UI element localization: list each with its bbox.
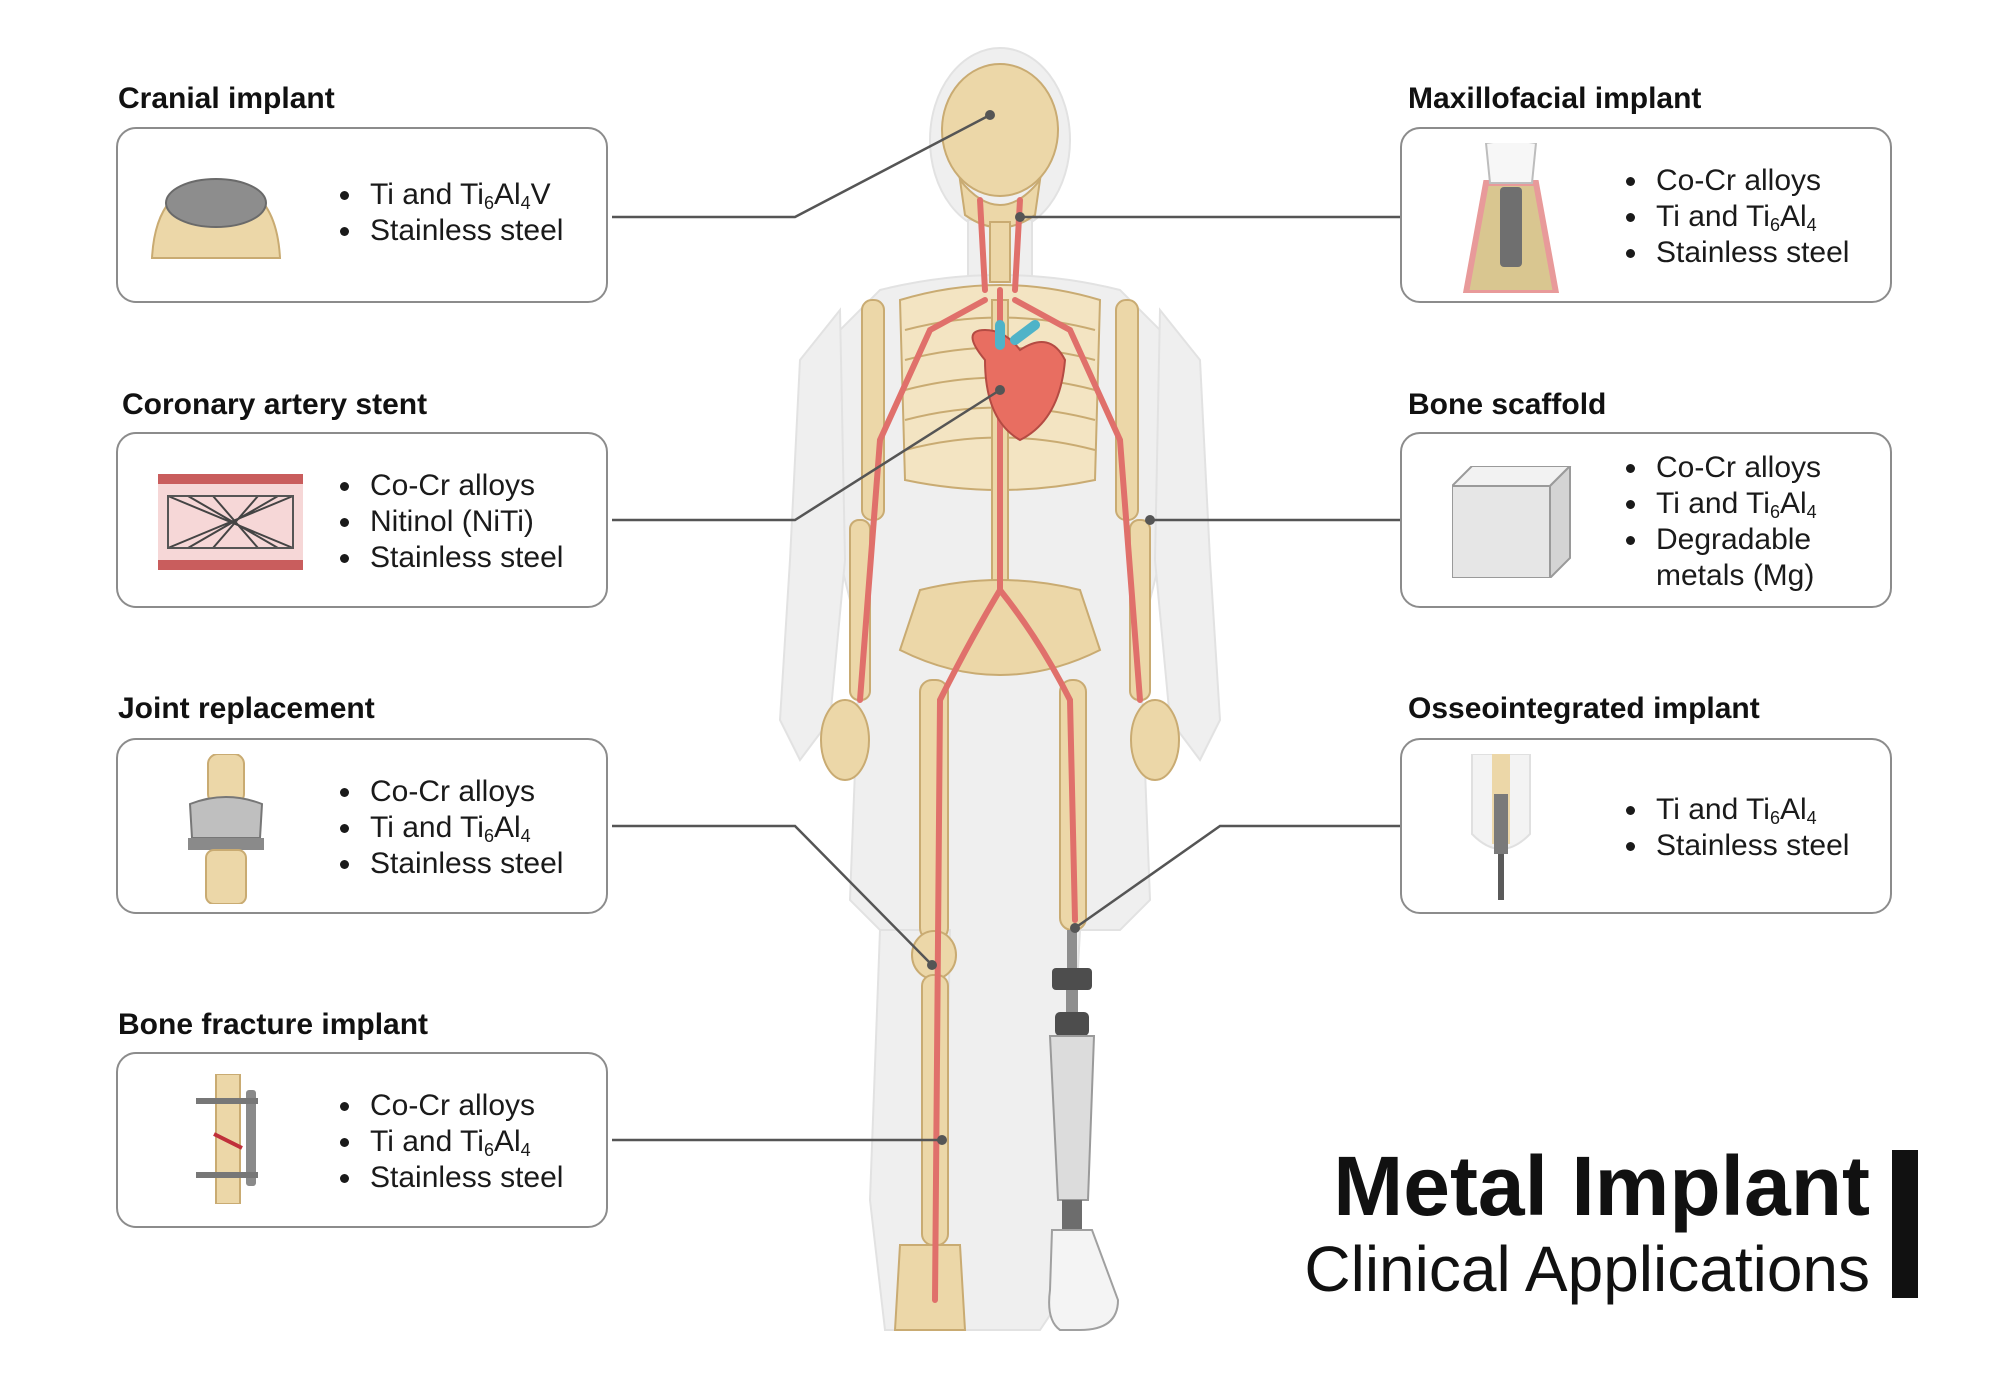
material-item: Co-Cr alloys [334, 1088, 563, 1124]
title-accent-bar [1892, 1150, 1918, 1298]
leader-lines [612, 113, 1400, 1142]
figure-title: Metal Implant [1333, 1139, 1870, 1233]
material-item: Ti and Ti6Al4 [334, 810, 563, 846]
panel-title-maxillofacial: Maxillofacial implant [1408, 82, 1702, 115]
material-item: Ti and Ti6Al4 [1620, 792, 1849, 828]
panel-stent: Co-Cr alloys Nitinol (NiTi) Stainless st… [116, 432, 608, 608]
stent-icon [158, 474, 303, 570]
knee-prosthesis-icon [188, 754, 264, 904]
panel-title-osseo: Osseointegrated implant [1408, 692, 1760, 725]
material-item: Stainless steel [1620, 828, 1849, 864]
material-item: Degradable metals (Mg) [1620, 522, 1866, 594]
material-item: Stainless steel [334, 846, 563, 882]
panel-title-stent: Coronary artery stent [122, 388, 428, 421]
material-list-fracture: Co-Cr alloys Ti and Ti6Al4 Stainless ste… [334, 1088, 563, 1196]
fracture-plate-icon [196, 1074, 258, 1204]
material-item: Stainless steel [334, 540, 563, 576]
material-item: Co-Cr alloys [1620, 163, 1849, 199]
prosthetic-leg [1048, 930, 1120, 1331]
material-list-cranial: Ti and Ti6Al4V Stainless steel [334, 177, 563, 249]
figure-title-block: Metal Implant Clinical Applications [1304, 1140, 1870, 1306]
skull-cap-mesh-icon [150, 178, 282, 259]
material-list-joint: Co-Cr alloys Ti and Ti6Al4 Stainless ste… [334, 774, 563, 882]
material-item: Stainless steel [334, 213, 563, 249]
material-list-scaffold: Co-Cr alloys Ti and Ti6Al4 Degradable me… [1620, 450, 1866, 594]
material-item: Ti and Ti6Al4 [334, 1124, 563, 1160]
osseointegrated-rod-icon [1471, 754, 1531, 900]
material-item: Co-Cr alloys [1620, 450, 1866, 486]
material-item: Ti and Ti6Al4 [1620, 199, 1849, 235]
leader-dots [927, 110, 1155, 1145]
panel-title-scaffold: Bone scaffold [1408, 388, 1607, 421]
material-list-osseo: Ti and Ti6Al4 Stainless steel [1620, 792, 1849, 864]
panel-scaffold: Co-Cr alloys Ti and Ti6Al4 Degradable me… [1400, 432, 1892, 608]
material-item: Stainless steel [1620, 235, 1849, 271]
panel-title-joint: Joint replacement [118, 692, 375, 725]
porous-cube-icon [1452, 466, 1572, 578]
panel-cranial: Ti and Ti6Al4V Stainless steel [116, 127, 608, 303]
panel-maxillofacial: Co-Cr alloys Ti and Ti6Al4 Stainless ste… [1400, 127, 1892, 303]
material-item: Nitinol (NiTi) [334, 504, 563, 540]
panel-title-fracture: Bone fracture implant [118, 1008, 429, 1041]
material-item: Ti and Ti6Al4V [334, 177, 563, 213]
panel-fracture: Co-Cr alloys Ti and Ti6Al4 Stainless ste… [116, 1052, 608, 1228]
panel-joint: Co-Cr alloys Ti and Ti6Al4 Stainless ste… [116, 738, 608, 914]
material-list-maxillofacial: Co-Cr alloys Ti and Ti6Al4 Stainless ste… [1620, 163, 1849, 271]
material-item: Ti and Ti6Al4 [1620, 486, 1866, 522]
arterial-system [857, 197, 1143, 1303]
panel-title-cranial: Cranial implant [118, 82, 335, 115]
material-item: Co-Cr alloys [334, 774, 563, 810]
heart [971, 320, 1067, 442]
dental-implant-icon [1462, 143, 1560, 293]
material-item: Stainless steel [334, 1160, 563, 1196]
figure-subtitle: Clinical Applications [1304, 1233, 1870, 1305]
panel-osseo: Ti and Ti6Al4 Stainless steel [1400, 738, 1892, 914]
material-item: Co-Cr alloys [334, 468, 563, 504]
material-list-stent: Co-Cr alloys Nitinol (NiTi) Stainless st… [334, 468, 563, 576]
